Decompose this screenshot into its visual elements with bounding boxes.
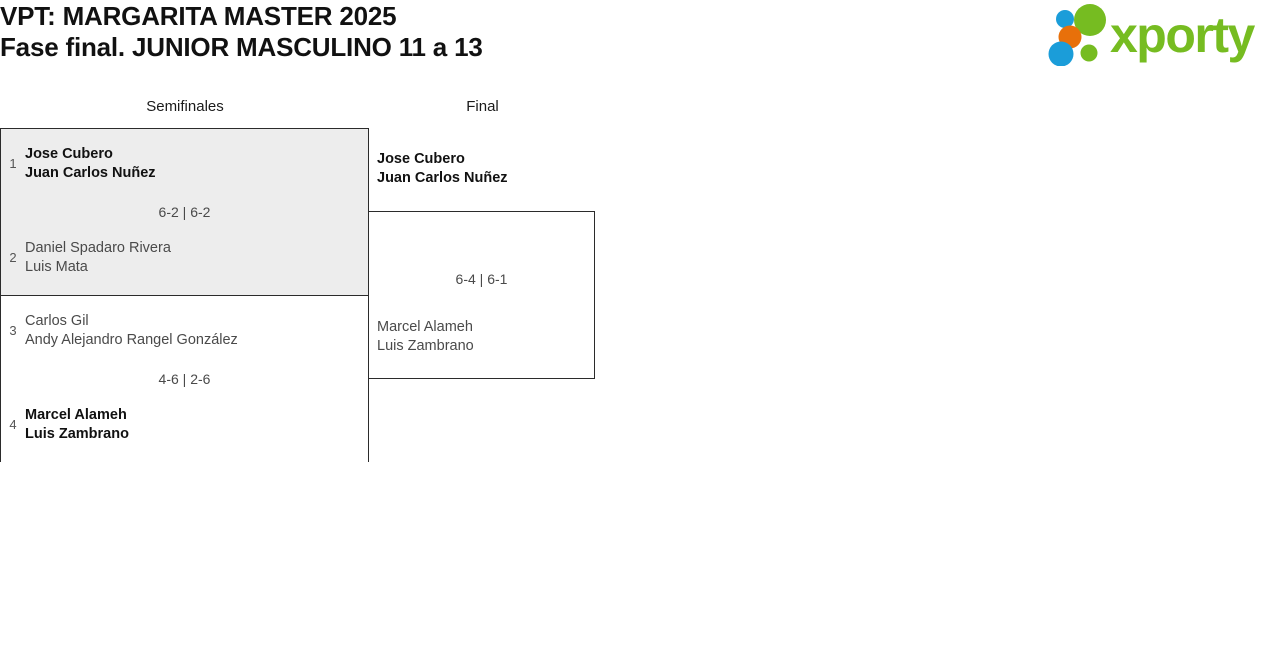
team-names: Jose Cubero Juan Carlos Nuñez <box>25 145 368 183</box>
tournament-name: VPT: MARGARITA MASTER 2025 <box>0 1 397 31</box>
match-final[interactable]: Jose Cubero Juan Carlos Nuñez 6-4 | 6-1 … <box>369 151 595 379</box>
team-names: Marcel Alameh Luis Zambrano <box>25 406 368 444</box>
round-header-final: Final <box>466 98 499 115</box>
tournament-phase-category: Fase final. JUNIOR MASCULINO 11 a 13 <box>0 32 483 62</box>
match-team-row[interactable]: 4 Marcel Alameh Luis Zambrano <box>1 399 368 451</box>
match-score: 4-6 | 2-6 <box>158 371 211 387</box>
tournament-title-block: VPT: MARGARITA MASTER 2025 Fase final. J… <box>0 1 900 63</box>
logo-wordmark: xporty <box>1110 7 1255 63</box>
final-team-winner: Jose Cubero Juan Carlos Nuñez <box>377 150 508 188</box>
team-player-1: Marcel Alameh <box>25 407 127 423</box>
team-seed: 2 <box>9 250 17 265</box>
team-player-2: Luis Zambrano <box>377 338 474 354</box>
logo-dots-icon <box>1048 4 1106 66</box>
team-names: Carlos Gil Andy Alejandro Rangel Gonzále… <box>25 312 368 350</box>
page-header: VPT: MARGARITA MASTER 2025 Fase final. J… <box>0 0 1280 86</box>
match-score: 6-2 | 6-2 <box>158 204 211 220</box>
team-player-1: Daniel Spadaro Rivera <box>25 240 171 256</box>
match-team-row[interactable]: 3 Carlos Gil Andy Alejandro Rangel Gonzá… <box>1 305 368 357</box>
match-semifinal-2[interactable]: 3 Carlos Gil Andy Alejandro Rangel Gonzá… <box>1 296 368 463</box>
match-team-row[interactable]: 1 Jose Cubero Juan Carlos Nuñez <box>1 138 368 190</box>
team-player-1: Jose Cubero <box>25 146 113 162</box>
team-names: Daniel Spadaro Rivera Luis Mata <box>25 239 368 277</box>
team-player-1: Jose Cubero <box>377 151 465 167</box>
match-semifinal-1[interactable]: 1 Jose Cubero Juan Carlos Nuñez 6-2 | 6-… <box>1 129 368 296</box>
team-player-2: Juan Carlos Nuñez <box>25 165 156 181</box>
final-team-runner-up: Marcel Alameh Luis Zambrano <box>377 318 474 356</box>
team-seed: 3 <box>9 323 17 338</box>
match-team-row[interactable]: 2 Daniel Spadaro Rivera Luis Mata <box>1 232 368 284</box>
team-player-1: Carlos Gil <box>25 313 89 329</box>
match-score: 6-4 | 6-1 <box>455 271 508 287</box>
team-seed: 4 <box>9 417 17 432</box>
round-header-semifinales: Semifinales <box>146 98 224 115</box>
team-player-2: Luis Mata <box>25 259 88 275</box>
tournament-bracket: Semifinales Final 1 Jose Cubero Juan Car… <box>0 86 1280 486</box>
team-player-2: Andy Alejandro Rangel González <box>25 332 238 348</box>
xporty-logo[interactable]: xporty <box>1048 4 1276 68</box>
team-seed: 1 <box>9 156 17 171</box>
semifinals-column: 1 Jose Cubero Juan Carlos Nuñez 6-2 | 6-… <box>0 128 369 463</box>
team-player-2: Luis Zambrano <box>25 426 129 442</box>
team-player-2: Juan Carlos Nuñez <box>377 170 508 186</box>
team-player-1: Marcel Alameh <box>377 319 473 335</box>
